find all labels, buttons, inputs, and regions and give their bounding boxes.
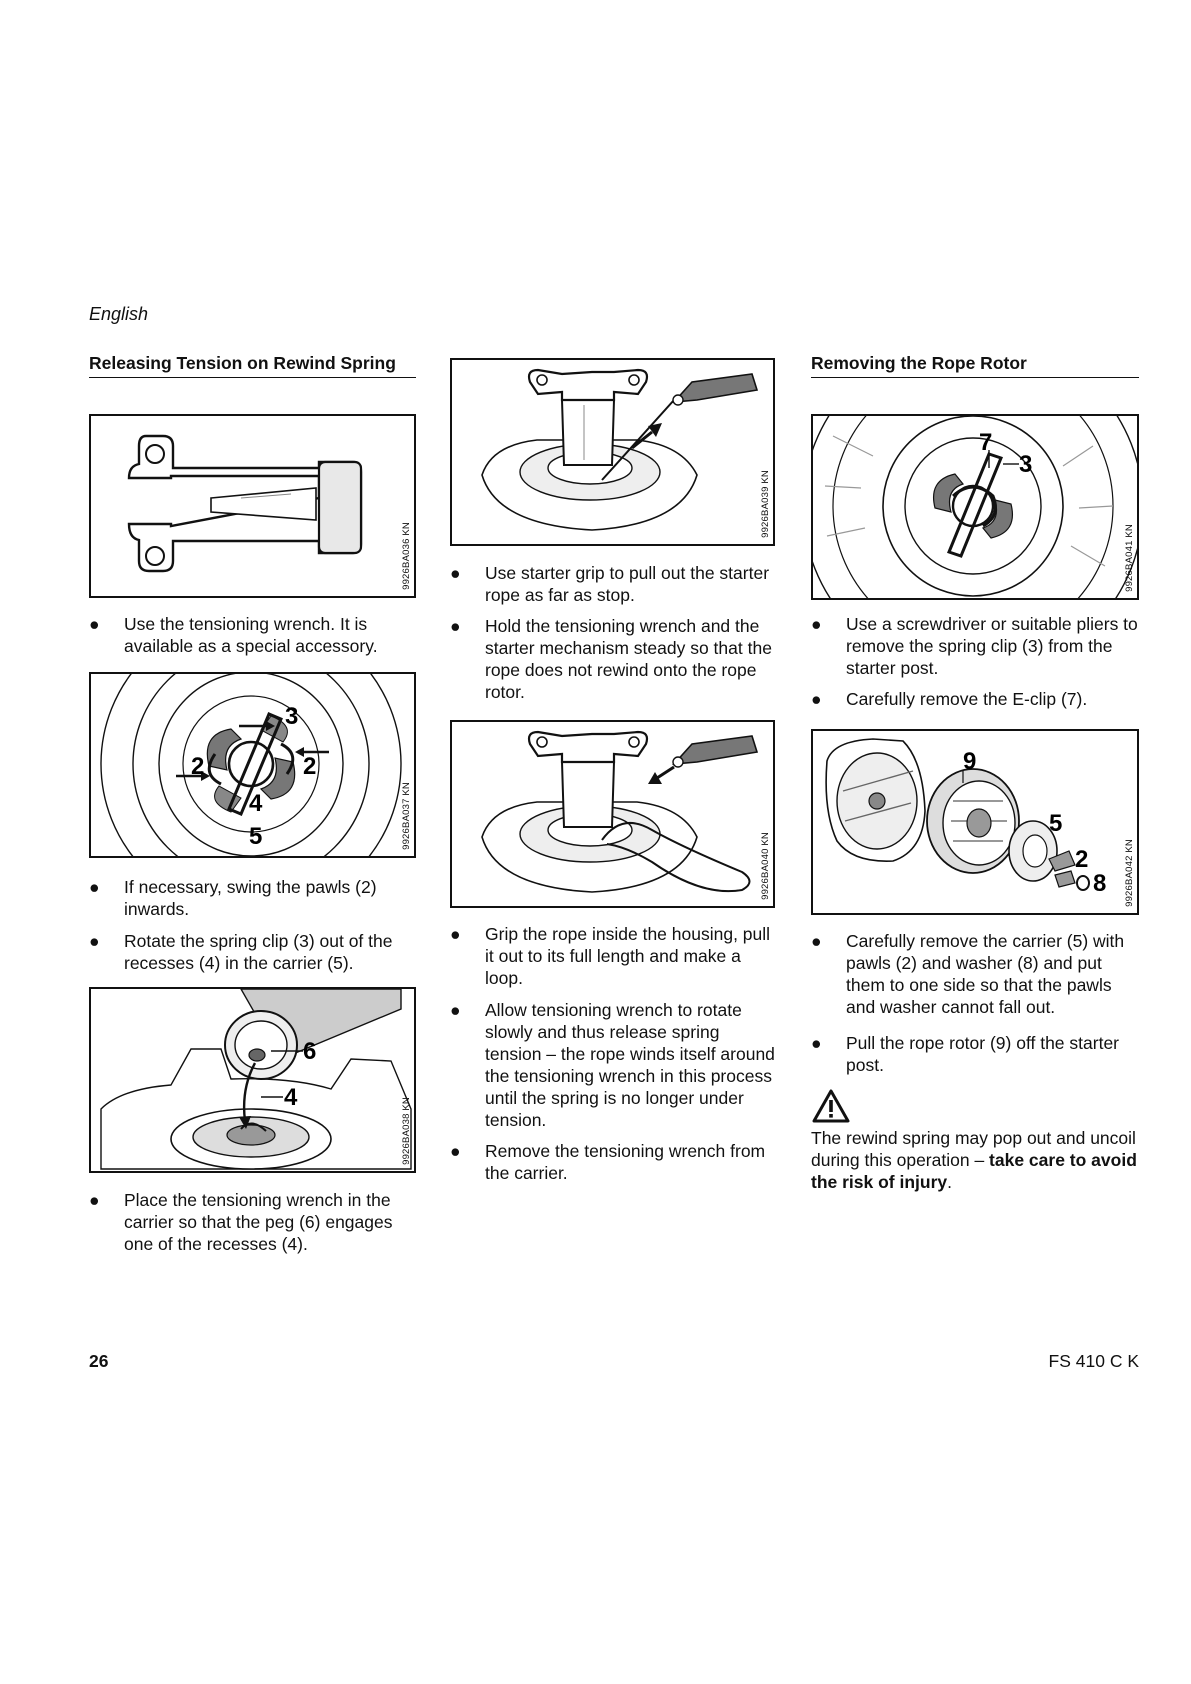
starter-rope-pull-illustration — [481, 368, 759, 531]
bullet-icon: ● — [89, 614, 100, 634]
figure-pawls-spring-clip: 3 2 2 4 5 9926BA037 KN — [89, 672, 416, 858]
section-heading-releasing-tension: Releasing Tension on Rewind Spring — [89, 353, 416, 378]
rope-loop-illustration — [481, 730, 759, 893]
warning-emphasis: take care to avoid the risk of injury — [811, 1150, 1137, 1192]
figure-code: 9926BA039 KN — [760, 470, 771, 538]
figure-code: 9926BA040 KN — [760, 832, 771, 900]
language-label: English — [89, 304, 149, 324]
bullet-icon: ● — [89, 1190, 100, 1210]
bullet-icon: ● — [811, 614, 822, 634]
warning-message: The rewind spring may pop out and uncoil… — [811, 1128, 1137, 1192]
figure-code: 9926BA041 KN — [1124, 524, 1135, 592]
figure-spring-clip-eclip: 7 3 9926BA041 KN — [811, 414, 1139, 600]
figure-code: 9926BA037 KN — [401, 782, 412, 850]
figure-code: 9926BA038 KN — [401, 1097, 412, 1165]
callout-5: 5 — [249, 823, 262, 850]
tensioning-wrench-illustration — [127, 434, 363, 573]
callout-8: 8 — [1093, 870, 1106, 897]
bullet-icon: ● — [450, 1141, 461, 1161]
callout-2-left: 2 — [191, 753, 204, 780]
callout-5: 5 — [1049, 810, 1062, 837]
callout-6: 6 — [303, 1038, 316, 1065]
figure-pull-starter-rope: 9926BA039 KN — [450, 358, 775, 546]
callout-7: 7 — [979, 429, 992, 456]
callout-2-right: 2 — [303, 753, 316, 780]
figure-wrench-in-carrier: 6 4 9926BA038 KN — [89, 987, 416, 1173]
figure-rope-loop: 9926BA040 KN — [450, 720, 775, 908]
figure-code: 9926BA042 KN — [1124, 839, 1135, 907]
eclip-illustration: 7 3 — [813, 416, 1137, 598]
warning-triangle-icon — [811, 1088, 851, 1124]
bullet-icon: ● — [450, 1000, 461, 1020]
callout-4: 4 — [284, 1084, 298, 1111]
callout-3: 3 — [1019, 451, 1032, 478]
bullet-icon: ● — [450, 924, 461, 944]
bullet-icon: ● — [89, 877, 100, 897]
carrier-pawls-illustration: 3 2 2 4 5 — [100, 674, 402, 856]
bullet-icon: ● — [811, 1033, 822, 1053]
figure-code: 9926BA036 KN — [401, 522, 412, 590]
wrench-in-carrier-illustration: 6 4 — [100, 989, 412, 1170]
bullet-icon: ● — [89, 931, 100, 951]
bullet-icon: ● — [450, 563, 461, 583]
section-heading-removing-rope-rotor: Removing the Rope Rotor — [811, 353, 1139, 378]
page-number: 26 — [89, 1351, 109, 1371]
callout-2: 2 — [1075, 846, 1088, 873]
bullet-icon: ● — [811, 689, 822, 709]
callout-9: 9 — [963, 748, 976, 775]
callout-4: 4 — [249, 790, 263, 817]
bullet-icon: ● — [450, 616, 461, 636]
figure-exploded-rotor: 9 5 2 8 9926BA042 KN — [811, 729, 1139, 915]
figure-tensioning-wrench: 9926BA036 KN — [89, 414, 416, 598]
callout-3: 3 — [285, 703, 298, 730]
model-name: FS 410 C K — [1048, 1351, 1139, 1371]
bullet-icon: ● — [811, 931, 822, 951]
exploded-rotor-illustration: 9 5 2 8 — [825, 738, 1106, 897]
